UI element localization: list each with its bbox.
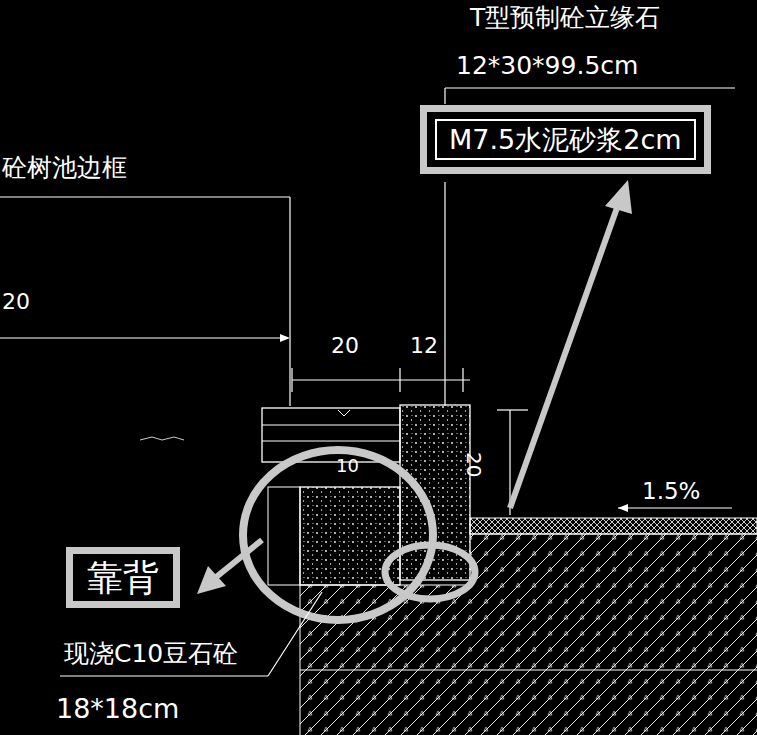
- dimension: 12: [410, 334, 438, 358]
- spec-dimension: 12*30*99.5cm: [456, 52, 638, 80]
- callout-box: M7.5水泥砂浆2cm: [420, 105, 711, 174]
- dimension: 20: [2, 290, 30, 314]
- part-name: 砼树池边框: [2, 154, 127, 182]
- dimension: 20: [463, 452, 485, 477]
- dimension: 20: [331, 334, 359, 358]
- dimension: 10: [336, 456, 359, 476]
- callout-text: M7.5水泥砂浆2cm: [435, 119, 696, 160]
- callout-text: 靠背: [79, 556, 167, 599]
- part-name: T型预制砼立缘石: [470, 4, 660, 32]
- slope-note: 1.5%: [642, 479, 700, 504]
- dimension: 18*18cm: [56, 694, 179, 724]
- material-note: 现浇C10豆石砼: [64, 640, 238, 668]
- callout-box: 靠背: [66, 547, 180, 608]
